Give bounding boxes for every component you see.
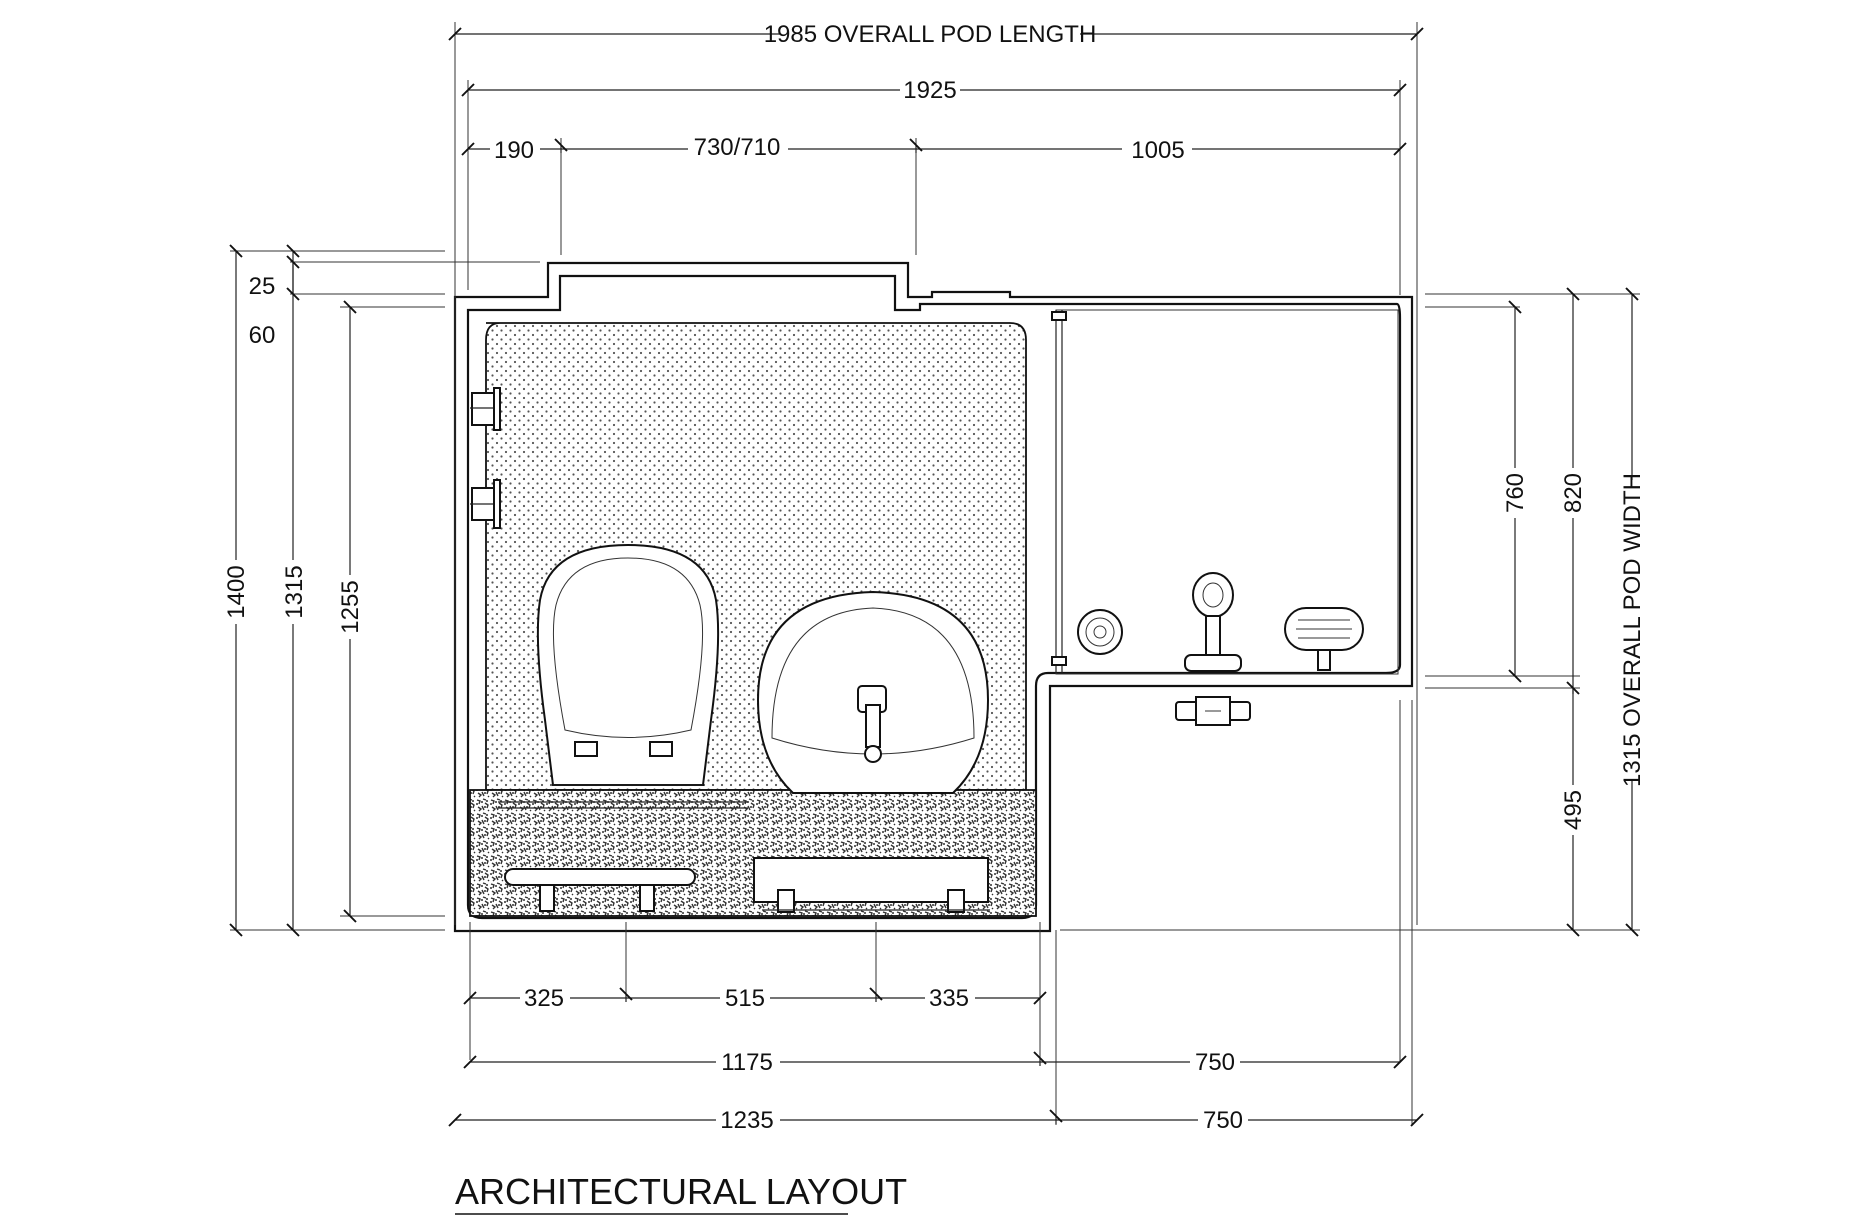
right-760-label: 760: [1502, 473, 1529, 513]
grab-rail-icon: [498, 801, 748, 912]
height-1315-label: 1315: [281, 565, 308, 618]
plumbing-valve-icon: [1175, 696, 1251, 726]
wc-offset-label: 190: [494, 137, 534, 164]
shower-zone-label: 1005: [1131, 137, 1184, 164]
bottom-1175-label: 1175: [721, 1049, 773, 1076]
left-60-label: 60: [249, 322, 276, 349]
shower-mixer-icon: [1184, 572, 1242, 672]
overall-width-label: 1315 OVERALL POD WIDTH: [1619, 473, 1646, 787]
right-495-label: 495: [1560, 790, 1587, 830]
wc-niche-label: 730/710: [694, 134, 781, 161]
bottom-335-label: 335: [929, 985, 969, 1012]
shower-drain-icon: [1077, 609, 1123, 655]
inner-length-label: 1925: [903, 77, 956, 104]
wall-valve-icon: [470, 387, 501, 529]
vanity-shelf: [753, 857, 990, 913]
toilet-icon: [536, 543, 720, 786]
drawing-title: ARCHITECTURAL LAYOUT: [455, 1171, 907, 1212]
basin-icon: [756, 590, 990, 794]
overall-length-label: 1985 OVERALL POD LENGTH: [764, 21, 1097, 48]
soap-dish-icon: [1284, 607, 1364, 671]
pod-outer-wall: [453, 261, 1414, 933]
height-1255-label: 1255: [337, 580, 364, 633]
bottom-1235-label: 1235: [720, 1107, 773, 1134]
bottom-325-label: 325: [524, 985, 564, 1012]
pod-inner-wall: [466, 274, 1402, 920]
right-820-label: 820: [1560, 473, 1587, 513]
shower-screen: [1051, 310, 1067, 673]
extension-lines: [230, 22, 1640, 1125]
left-25-label: 25: [249, 273, 276, 300]
height-1400-label: 1400: [223, 565, 250, 618]
bottom-515-label: 515: [725, 985, 765, 1012]
bottom-750a-label: 750: [1195, 1049, 1235, 1076]
bottom-750b-label: 750: [1203, 1107, 1243, 1134]
